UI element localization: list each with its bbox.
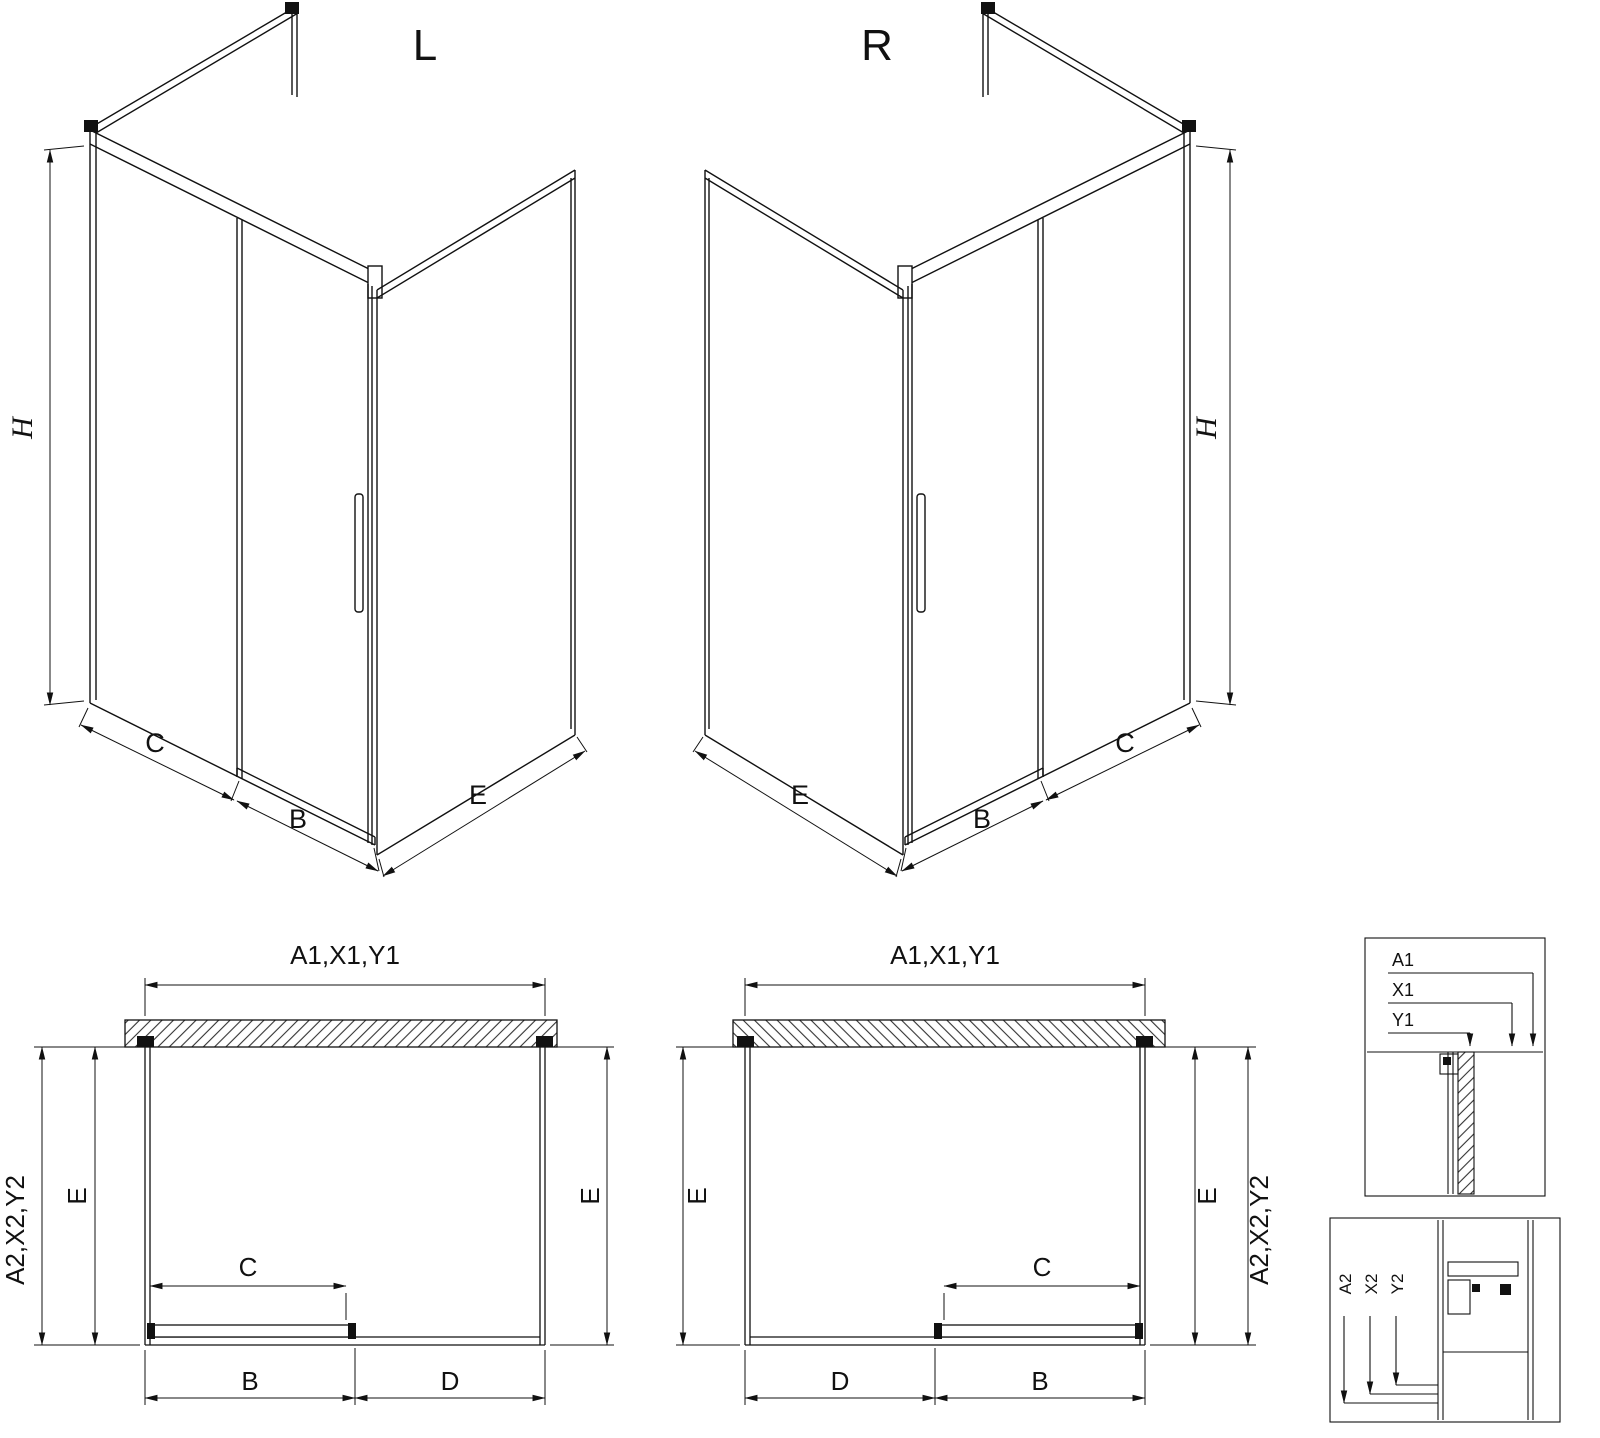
detail-dim-y2: Y2 (1388, 1274, 1407, 1295)
plan-view-right: A1,X1,Y1 A2,X2,Y2 E E C B D (676, 940, 1274, 1405)
dim-label-c-right: C (1115, 728, 1135, 758)
plan-dim-c-left: C (239, 1252, 258, 1282)
fixed-glass-section (1437, 1220, 1444, 1420)
detail-view-top (1364, 937, 1546, 1197)
side-glass-section (1527, 1220, 1534, 1420)
variant-label-right: R (861, 21, 893, 70)
variant-label-left: L (413, 21, 437, 70)
detail-bottom-labels: A2 X2 Y2 (1336, 1274, 1407, 1295)
detail-dim-a1: A1 (1392, 950, 1414, 970)
iso-view-right: R H C B E (693, 2, 1236, 877)
plan-dim-eleft-left: E (62, 1187, 92, 1204)
detail-dim-x1: X1 (1392, 980, 1414, 1000)
plan-dim-eright-left: E (575, 1187, 605, 1204)
dim-label-e-right: E (791, 780, 809, 810)
dim-label-e-left: E (469, 780, 487, 810)
plan-dim-b-left: B (241, 1366, 258, 1396)
roller-profile-detail (1447, 1261, 1519, 1277)
detail-frame-bottom (1329, 1217, 1561, 1423)
dim-label-b-left: B (289, 804, 307, 834)
plan-dim-side-left: A2,X2,Y2 (0, 1175, 30, 1285)
dim-label-b-right: B (973, 804, 991, 834)
dim-label-h-right: H (1190, 415, 1223, 440)
plan-view-left: A1,X1,Y1 A2,X2,Y2 E E C B D (0, 940, 614, 1405)
plan-dim-eleft-right: E (682, 1187, 712, 1204)
iso-view-left: L H C B E (6, 2, 587, 877)
dim-label-h-left: H (6, 415, 39, 440)
dim-label-c-left: C (145, 728, 165, 758)
detail-view-bottom (1329, 1217, 1561, 1423)
detail-frame-top (1364, 937, 1546, 1197)
plan-dim-c-right: C (1033, 1252, 1052, 1282)
plan-dim-top-left: A1,X1,Y1 (290, 940, 400, 970)
glass-section-detail (1447, 1052, 1454, 1194)
plan-dim-d-left: D (441, 1366, 460, 1396)
plan-dim-b-right: B (1031, 1366, 1048, 1396)
detail-dim-a2: A2 (1336, 1274, 1355, 1295)
plan-dim-top-right: A1,X1,Y1 (890, 940, 1000, 970)
plan-dim-side-right: A2,X2,Y2 (1244, 1175, 1274, 1285)
wall-profile-detail (1439, 1053, 1459, 1075)
plan-dim-d-right: D (831, 1366, 850, 1396)
detail-dim-y1: Y1 (1392, 1010, 1414, 1030)
detail-top-labels: A1 X1 Y1 (1392, 950, 1414, 1030)
wall-section-detail (1457, 1051, 1475, 1195)
detail-dim-x2: X2 (1362, 1274, 1381, 1295)
plan-dim-eright-right: E (1192, 1187, 1222, 1204)
